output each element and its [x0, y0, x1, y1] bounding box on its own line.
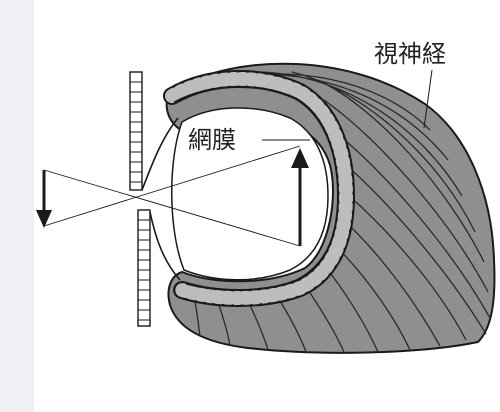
light-rays [43, 145, 301, 247]
optic-nerve-label: 視神経 [374, 40, 446, 68]
image-arrow [291, 148, 309, 246]
eye-cavity [171, 107, 329, 281]
pinhole-wall-upper [129, 71, 179, 191]
optic-nerve-leader-line [423, 69, 433, 129]
left-margin-strip [0, 0, 34, 412]
retina-cell-layer [163, 70, 356, 307]
object-arrow [36, 170, 52, 228]
pinhole-wall-lower [137, 209, 181, 327]
retina-label: 網膜 [188, 126, 236, 154]
